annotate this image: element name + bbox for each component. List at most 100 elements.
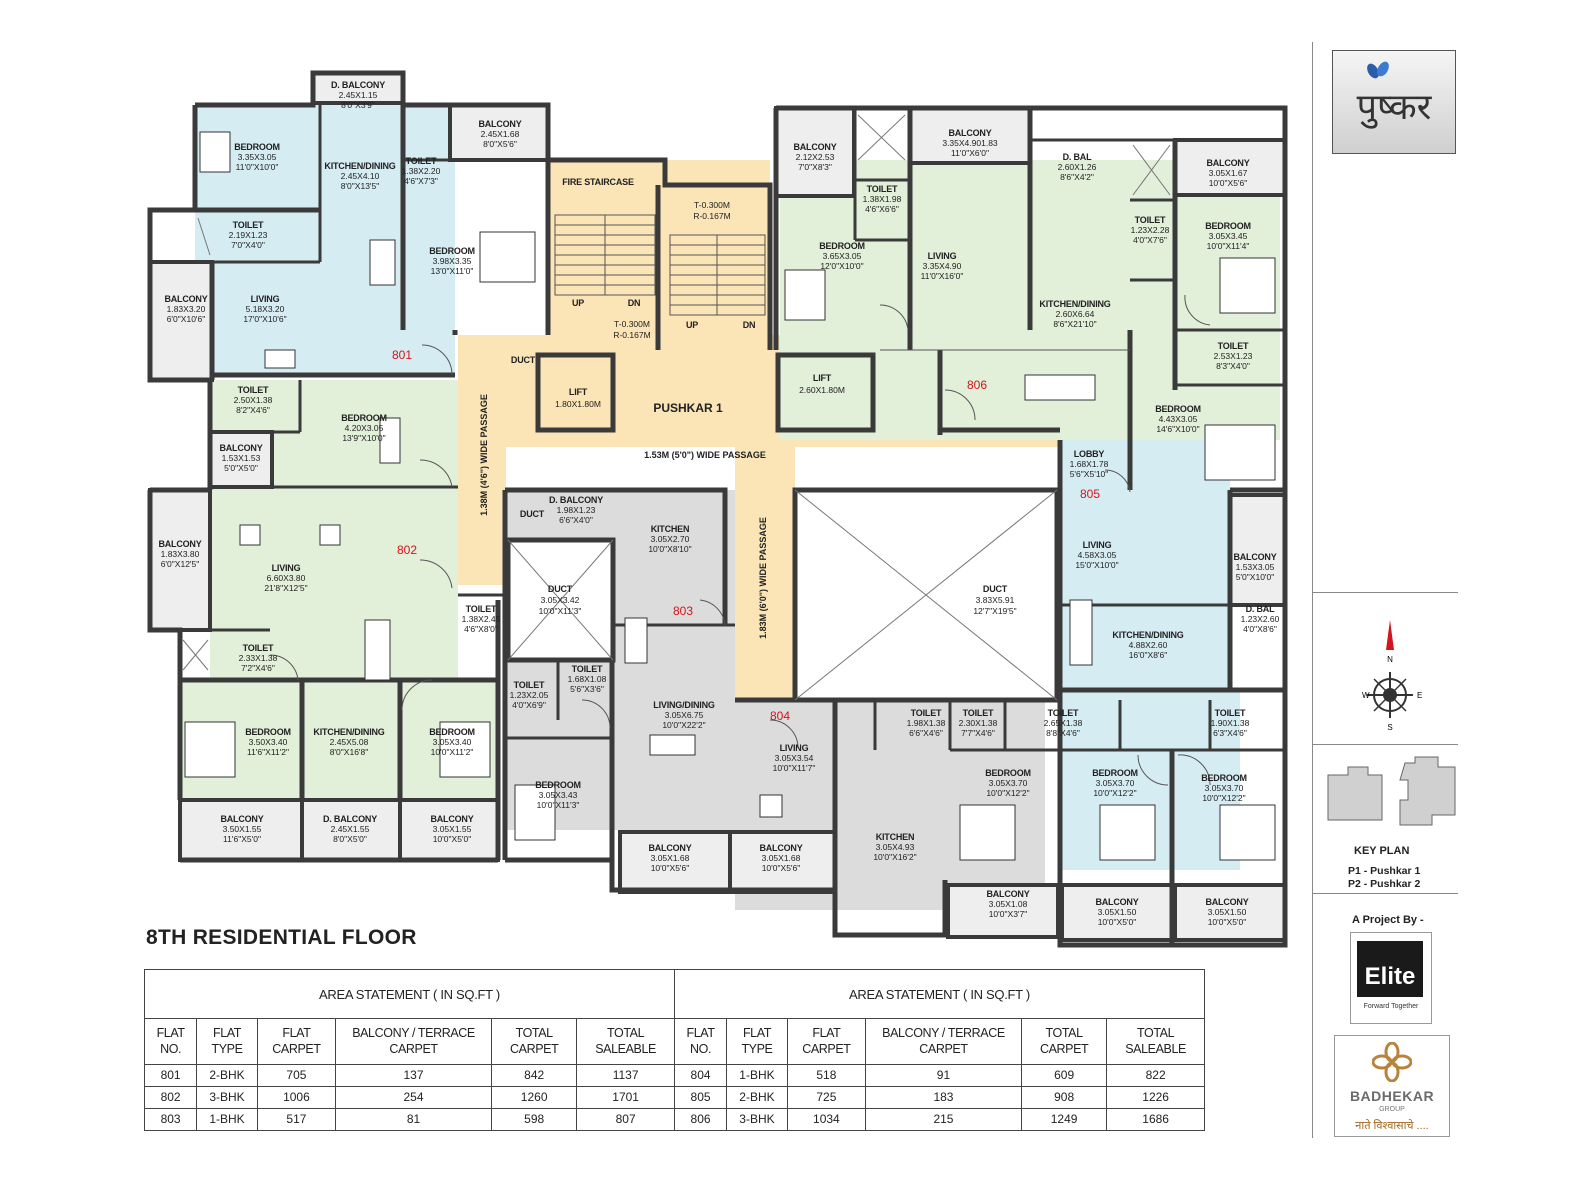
room-ft: 10'0"X3'7": [989, 909, 1028, 919]
room-name: BALCONY: [759, 843, 802, 853]
room-dim: 2.45X1.15: [339, 90, 378, 100]
pushkar-logo: पुष्कर: [1332, 50, 1456, 154]
room-name: BALCONY: [219, 443, 262, 453]
room-name: BALCONY: [478, 119, 521, 129]
table-cell: 805: [673, 1085, 728, 1109]
room-name: TOILET: [238, 385, 269, 395]
room-ft: 5'0"X5'0": [224, 463, 258, 473]
column-header: BALCONY / TERRACE CARPET: [864, 1018, 1022, 1065]
room-ft: 10'0"X8'10": [648, 544, 691, 554]
column-header: FLAT TYPE: [726, 1018, 788, 1065]
room-name: BEDROOM: [985, 768, 1031, 778]
room-dim: 1.38X1.98: [863, 194, 902, 204]
room-dim: 4.88X2.60: [1129, 640, 1168, 650]
room-ft: 11'0"X6'0": [951, 148, 989, 158]
duct-a-ft: 10'0"X11'3": [539, 606, 582, 616]
room-dim: 1.98X1.23: [557, 505, 596, 515]
table-cell: 1260: [491, 1085, 578, 1109]
room-dim: 2.33X1.38: [239, 653, 278, 663]
room-ft: 8'8"X4'6": [1046, 728, 1080, 738]
table-cell: 807: [576, 1107, 675, 1132]
room-ft: 8'3"X4'0": [1216, 361, 1250, 371]
duct-b-label: DUCT: [983, 584, 1008, 594]
compass-icon: N S W E: [1362, 620, 1422, 732]
room-dim: 3.05X1.55: [433, 824, 472, 834]
table-cell: 1034: [786, 1107, 866, 1132]
elite-logo-mark: Elite: [1357, 941, 1423, 997]
room-dim: 3.35X3.05: [238, 152, 277, 162]
table-cell: 598: [491, 1107, 578, 1132]
room-dim: 3.65X3.05: [823, 251, 862, 261]
room-ft: 4'6"X8'0": [464, 624, 498, 634]
room-dim: 2.19X1.23: [229, 230, 268, 240]
table-cell: 3-BHK: [196, 1085, 258, 1109]
room-dim: 3.05X2.70: [651, 534, 690, 544]
lift-1-dim: 1.80X1.80M: [555, 399, 601, 409]
duct-small-1: DUCT: [511, 355, 536, 365]
room-name: BEDROOM: [1201, 773, 1247, 783]
room-ft: 16'0"X8'6": [1129, 650, 1168, 660]
room-name: D. BALCONY: [549, 495, 603, 505]
passage-vertical-right: 1.83M (6'0") WIDE PASSAGE: [758, 517, 768, 639]
room-dim: 1.23X2.60: [1241, 614, 1280, 624]
room-name: TOILET: [867, 184, 898, 194]
room-name: LIVING: [928, 251, 957, 261]
column-header: FLAT TYPE: [196, 1018, 258, 1065]
room-dim: 3.05X3.43: [539, 790, 578, 800]
room-ft: 13'0"X11'0": [431, 266, 474, 276]
room-name: BALCONY: [1206, 158, 1249, 168]
room-ft: 10'0"X12'2": [1202, 793, 1245, 803]
room-name: BEDROOM: [245, 727, 291, 737]
duct-b-dim: 3.83X5.91: [976, 595, 1015, 605]
room-name: BALCONY: [164, 294, 207, 304]
compass-s: S: [1387, 723, 1392, 732]
room-ft: 6'0"X12'5": [161, 559, 200, 569]
room-ft: 14'6"X10'0": [1156, 424, 1199, 434]
table-cell: 1701: [576, 1085, 675, 1109]
table-cell: 1006: [256, 1085, 336, 1109]
room-ft: 8'2"X4'6": [236, 405, 270, 415]
floor-plan: D. BALCONY2.45X1.158'0"X3'9"BALCONY2.45X…: [147, 70, 1288, 948]
table-cell: 254: [334, 1085, 493, 1109]
lift-2-label: LIFT: [813, 373, 832, 383]
room-ft: 6'6"X4'0": [559, 515, 593, 525]
room-ft: 10'0"X11'2": [431, 747, 474, 757]
stair-note-r: R-0.167M: [693, 211, 730, 221]
room-ft: 4'6"X6'6": [865, 204, 899, 214]
table-cell: 806: [673, 1107, 728, 1132]
room-ft: 10'0"X5'0": [1098, 917, 1137, 927]
room-name: KITCHEN/DINING: [1039, 299, 1110, 309]
room-dim: 1.68X1.78: [1070, 459, 1109, 469]
room-ft: 5'6"X5'10": [1070, 469, 1109, 479]
room-name: BEDROOM: [429, 246, 475, 256]
flower-icon: [1372, 1042, 1412, 1082]
room-ft: 10'0"X11'7": [773, 763, 816, 773]
room-dim: 3.05X3.45: [1209, 231, 1248, 241]
room-name: BALCONY: [1205, 897, 1248, 907]
room-name: BALCONY: [158, 539, 201, 549]
room-ft: 5'6"X3'6": [570, 684, 604, 694]
table-cell: 803: [143, 1107, 198, 1132]
table-cell: 518: [786, 1063, 866, 1087]
badhekar-tagline: नाते विश्वासाचे ....: [1355, 1120, 1429, 1132]
room-ft: 21'8"X12'5": [264, 583, 307, 593]
